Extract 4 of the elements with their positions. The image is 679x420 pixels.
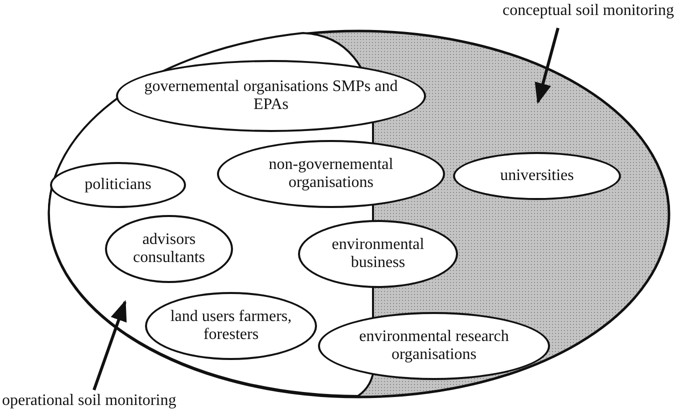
caption-text: operational soil monitoring [2,392,242,416]
arrow [534,28,560,104]
arrow [92,300,127,390]
caption-text: conceptual soil monitoring [448,2,674,26]
